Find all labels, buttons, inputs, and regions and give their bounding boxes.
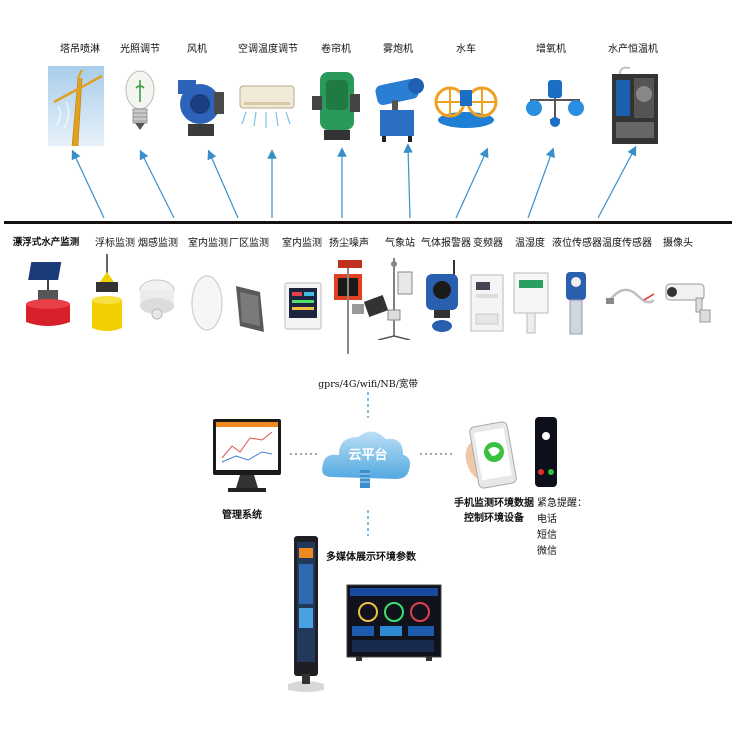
arrow-fog bbox=[403, 143, 413, 219]
sensor-label-8: 气体报警器 bbox=[421, 238, 471, 249]
management-label: 管理系统 bbox=[222, 510, 262, 521]
down-dashed-line bbox=[367, 510, 369, 536]
mobile-label-line1: 手机监测环境数据 bbox=[454, 498, 534, 509]
camera-icon bbox=[662, 276, 714, 326]
temperature-probe-icon bbox=[604, 280, 656, 320]
sensor-label-1: 浮标监测 bbox=[95, 238, 135, 249]
sensor-label-7: 气象站 bbox=[385, 238, 415, 249]
left-dotted-link bbox=[290, 453, 318, 455]
dust-noise-monitor-icon bbox=[330, 256, 370, 356]
network-dashed-line bbox=[367, 392, 369, 418]
output-label-3: 空调温度调节 bbox=[238, 44, 298, 55]
sensor-label-13: 摄像头 bbox=[663, 238, 693, 249]
alert-item-phone: 电话 bbox=[537, 514, 557, 525]
blower-fan-icon bbox=[176, 72, 226, 140]
sensor-label-5: 室内监测 bbox=[282, 238, 322, 249]
dashboard-screen-icon bbox=[346, 584, 442, 662]
sensor-label-6: 扬尘噪声 bbox=[329, 238, 369, 249]
network-label: gprs/4G/wifi/NB/宽带 bbox=[318, 379, 418, 390]
kiosk-totem-icon bbox=[284, 534, 328, 694]
mobile-label-line2: 控制环境设备 bbox=[464, 513, 524, 524]
sensor-label-0: 漂浮式水产监测 bbox=[12, 237, 80, 248]
arrow-thermostat bbox=[597, 145, 637, 219]
output-label-4: 卷帘机 bbox=[321, 44, 351, 55]
buoy-monitor-icon bbox=[90, 252, 124, 334]
indoor-display-panel-icon bbox=[284, 282, 322, 330]
cloud-label: 云平台 bbox=[348, 448, 388, 463]
management-monitor-icon bbox=[212, 418, 282, 498]
tower-crane-sprinkler-icon bbox=[48, 66, 104, 146]
right-dotted-link bbox=[420, 453, 452, 455]
weather-station-icon bbox=[364, 256, 424, 340]
output-label-5: 雾炮机 bbox=[383, 44, 413, 55]
sensor-label-3: 室内监测 bbox=[188, 238, 228, 249]
sensor-label-9: 变频器 bbox=[473, 238, 503, 249]
output-label-1: 光照调节 bbox=[120, 44, 160, 55]
output-label-6: 水车 bbox=[456, 44, 476, 55]
level-sensor-icon bbox=[564, 270, 588, 338]
control-arrows bbox=[71, 143, 637, 219]
output-label-0: 塔吊喷淋 bbox=[60, 44, 100, 55]
cloud-platform-icon bbox=[318, 418, 414, 490]
factory-sensor-panel-icon bbox=[232, 282, 268, 336]
oxygen-aerator-icon bbox=[524, 78, 586, 128]
divider-line bbox=[4, 221, 732, 224]
sensor-label-10: 温湿度 bbox=[515, 238, 545, 249]
sensor-label-12: 温度传感器 bbox=[602, 238, 652, 249]
alert-title: 紧急提醒： bbox=[537, 498, 587, 509]
output-label-8: 水产恒温机 bbox=[608, 44, 658, 55]
phone-call-screen-icon bbox=[534, 416, 558, 488]
air-conditioner-icon bbox=[236, 84, 298, 132]
arrow-tower-crane bbox=[71, 149, 105, 219]
output-label-7: 增氧机 bbox=[536, 44, 566, 55]
curtain-roller-icon bbox=[310, 66, 362, 146]
output-label-2: 风机 bbox=[187, 44, 207, 55]
alert-item-sms: 短信 bbox=[537, 530, 557, 541]
display-label: 多媒体展示环境参数 bbox=[326, 552, 416, 563]
arrow-waterwheel bbox=[455, 147, 489, 219]
smartphone-hand-icon bbox=[462, 420, 526, 490]
floating-buoy-monitor-icon bbox=[22, 258, 74, 332]
frequency-converter-icon bbox=[470, 274, 504, 332]
arrow-light bbox=[139, 149, 175, 219]
light-bulb-icon bbox=[124, 68, 156, 142]
alert-item-wechat: 微信 bbox=[537, 546, 557, 557]
arrow-aerator bbox=[527, 147, 555, 219]
aquaculture-thermostat-icon bbox=[608, 64, 662, 148]
fog-cannon-icon bbox=[372, 70, 428, 142]
temp-humidity-sensor-icon bbox=[513, 272, 549, 338]
sensor-label-11: 液位传感器 bbox=[552, 238, 602, 249]
gas-alarm-icon bbox=[420, 260, 464, 340]
sensor-label-4: 厂区监测 bbox=[229, 238, 269, 249]
paddle-wheel-aerator-icon bbox=[434, 72, 498, 134]
arrow-fan bbox=[207, 149, 239, 219]
indoor-sensor-disc-icon bbox=[189, 274, 225, 332]
sensor-label-2: 烟感监测 bbox=[138, 238, 178, 249]
smoke-detector-icon bbox=[138, 276, 176, 324]
